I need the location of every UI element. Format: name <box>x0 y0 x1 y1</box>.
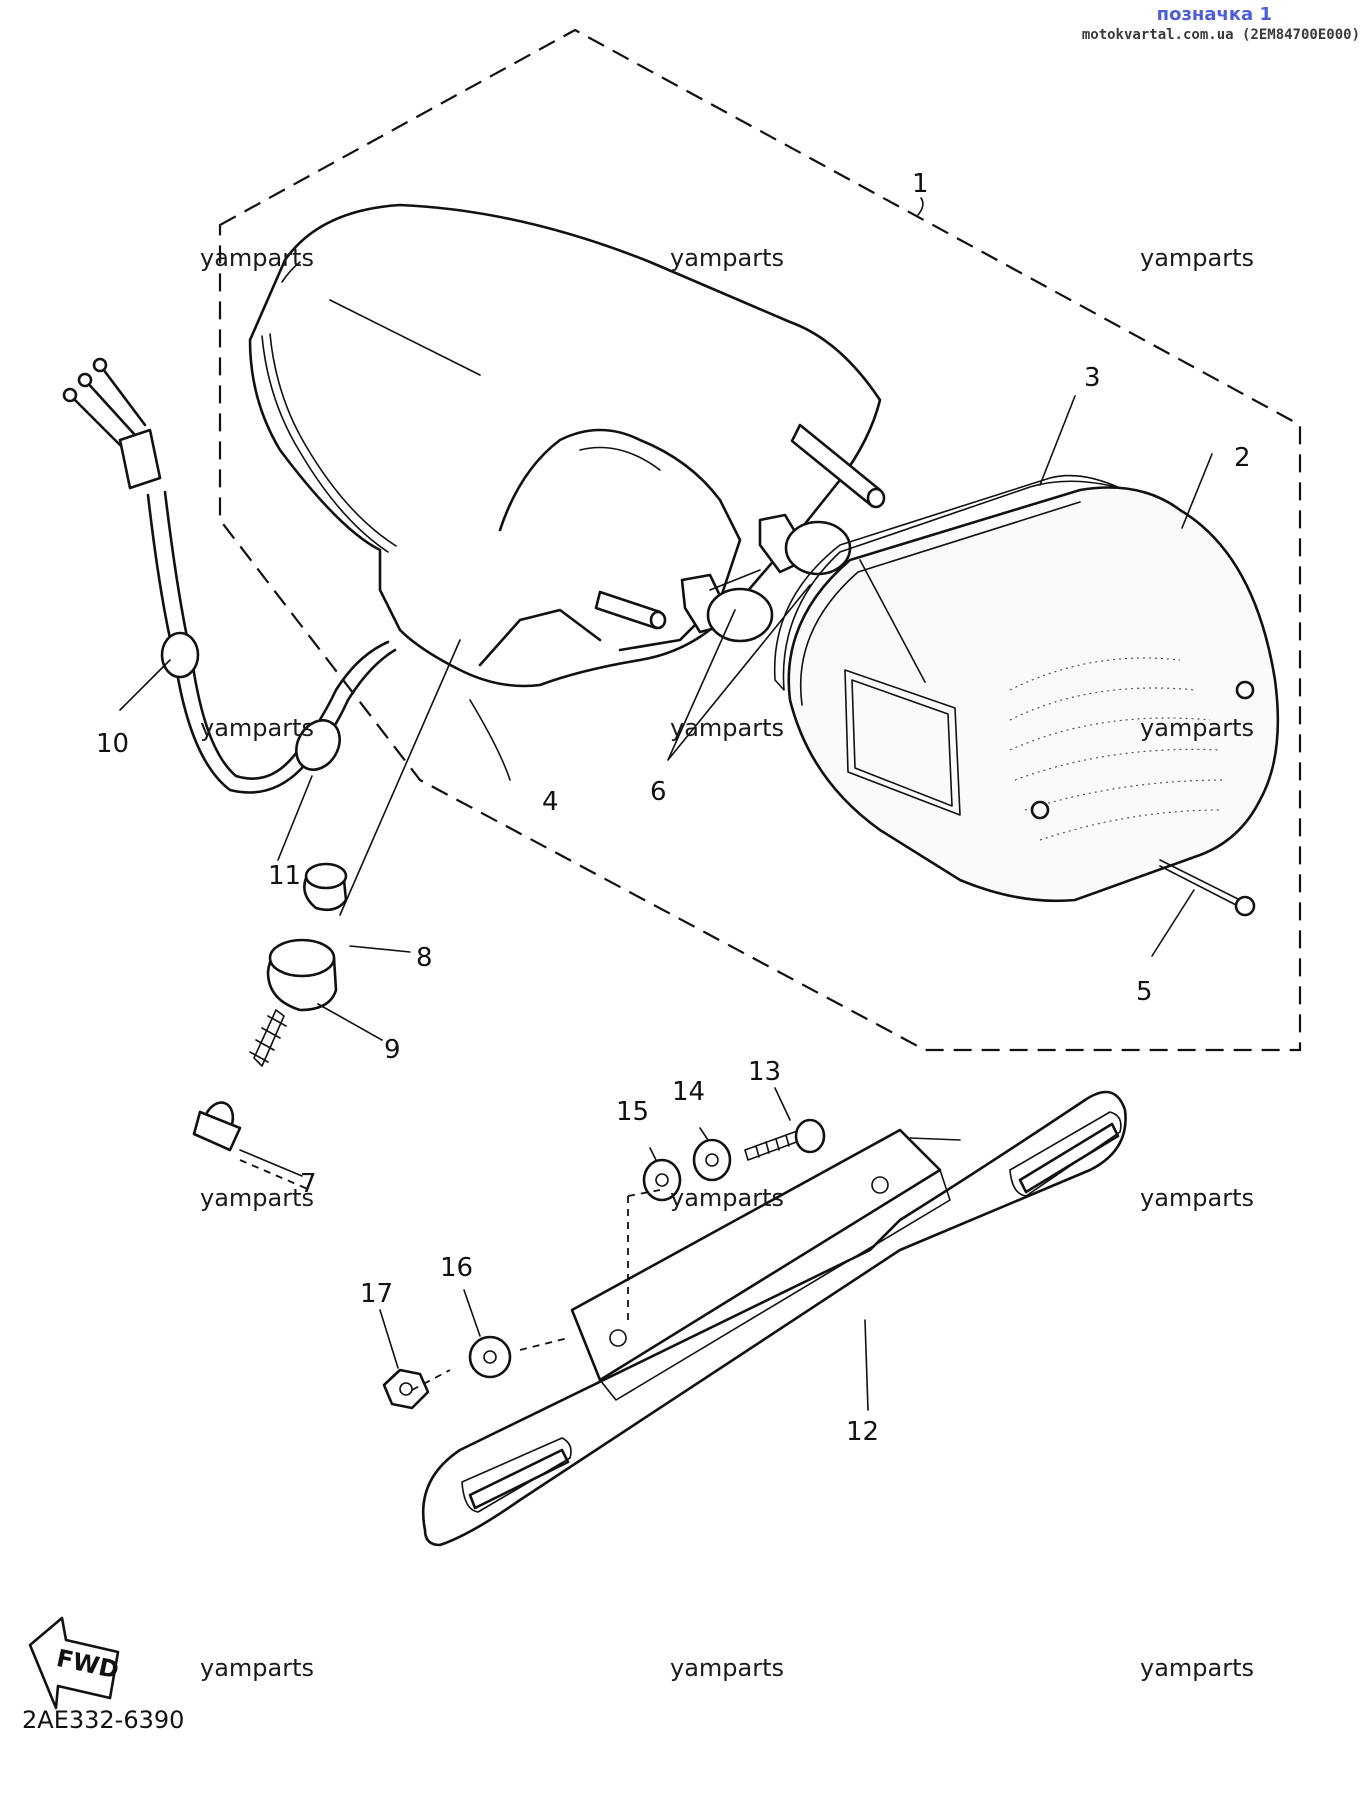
alignment-lines <box>411 1189 661 1391</box>
license-bracket <box>421 1090 1127 1547</box>
assembly-boundary <box>218 28 1302 1052</box>
bulbs <box>680 513 852 643</box>
header-title[interactable]: позначка 1 <box>1156 4 1272 25</box>
diagram-code: 2AE332-6390 <box>22 1706 184 1734</box>
callout-14: 14 <box>672 1077 705 1107</box>
watermark: yamparts <box>1140 1654 1254 1682</box>
callout-13: 13 <box>748 1057 781 1087</box>
watermark: yamparts <box>1140 1184 1254 1212</box>
callout-3: 3 <box>1084 363 1101 393</box>
washer-15 <box>642 1158 682 1202</box>
washer-14 <box>692 1138 732 1182</box>
taillight-lens <box>787 486 1280 903</box>
watermark: yamparts <box>670 1184 784 1212</box>
callout-10: 10 <box>96 729 129 759</box>
watermark: yamparts <box>670 244 784 272</box>
bolt-7 <box>192 1009 311 1191</box>
callout-7: 7 <box>300 1169 317 1199</box>
callout-16: 16 <box>440 1253 473 1283</box>
callout-1: 1 <box>912 169 929 199</box>
watermark: yamparts <box>1140 714 1254 742</box>
taillight-base <box>248 203 882 688</box>
watermark: yamparts <box>670 714 784 742</box>
collar-8 <box>303 862 348 912</box>
watermark: yamparts <box>200 714 314 742</box>
callout-4: 4 <box>542 787 559 817</box>
watermark: yamparts <box>200 1184 314 1212</box>
screw-13 <box>744 1118 826 1161</box>
header-source: motokvartal.com.ua (2EM84700E000) <box>1081 27 1360 43</box>
watermark: yamparts <box>1140 244 1254 272</box>
fwd-arrow: FWD <box>28 1616 121 1710</box>
callout-5: 5 <box>1136 977 1153 1007</box>
callout-6: 6 <box>650 777 667 807</box>
callout-15: 15 <box>616 1097 649 1127</box>
callout-12: 12 <box>846 1417 879 1447</box>
callout-2: 2 <box>1234 443 1251 473</box>
collar-9 <box>266 938 338 1012</box>
callout-9: 9 <box>384 1035 401 1065</box>
leader-lines <box>119 197 1213 1411</box>
screw-5 <box>1159 859 1256 917</box>
callout-17: 17 <box>360 1279 393 1309</box>
wire-harness <box>62 357 397 794</box>
page-header: позначка 1 motokvartal.com.ua (2EM84700E… <box>1082 4 1360 44</box>
washer-16 <box>468 1335 512 1379</box>
nut-17 <box>382 1368 430 1410</box>
callout-8: 8 <box>416 943 433 973</box>
mounting-studs <box>594 423 886 630</box>
callout-11: 11 <box>268 861 301 891</box>
watermark: yamparts <box>670 1654 784 1682</box>
watermark: yamparts <box>200 1654 314 1682</box>
watermark: yamparts <box>200 244 314 272</box>
